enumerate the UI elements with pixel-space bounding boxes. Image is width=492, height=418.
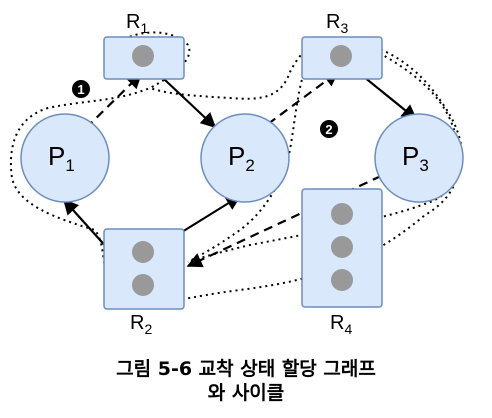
resource-R1 (103, 36, 185, 80)
resource-R2-label: R2 (130, 312, 152, 337)
resource-R2-instance (132, 241, 154, 263)
cycle-marker-2: 2 (320, 120, 338, 138)
process-P1 (20, 113, 110, 203)
resource-R1-instance (132, 45, 154, 67)
resource-R4-instance (331, 236, 353, 258)
resource-R3 (301, 36, 383, 80)
cycle-2-outline (187, 39, 463, 263)
resource-R4-instance (331, 269, 353, 291)
figure-caption-line1: 그림 5-6 교착 상태 할당 그래프 (116, 358, 376, 380)
resource-R2 (103, 228, 185, 310)
resource-R3-label: R3 (326, 11, 348, 36)
request-edge-P2-R3 (267, 71, 340, 125)
cycle-marker-1: 1 (72, 80, 90, 98)
process-P1-label: P1 (48, 141, 75, 175)
resource-R1-label: R1 (126, 11, 148, 36)
process-P3 (374, 113, 464, 203)
resource-R3-instance (330, 45, 352, 67)
resource-R4-label: R4 (330, 312, 352, 337)
svg-text:1: 1 (77, 82, 84, 97)
resource-R2-instance (132, 274, 154, 296)
figure-caption-line2: 와 사이클 (207, 382, 285, 404)
process-P2 (200, 113, 290, 203)
svg-text:2: 2 (325, 122, 332, 137)
process-P3-label: P3 (402, 141, 429, 175)
resource-R4-instance (331, 203, 353, 225)
process-P2-label: P2 (228, 141, 255, 175)
request-edge-P1-R1 (85, 72, 143, 129)
resource-R4 (301, 188, 383, 308)
